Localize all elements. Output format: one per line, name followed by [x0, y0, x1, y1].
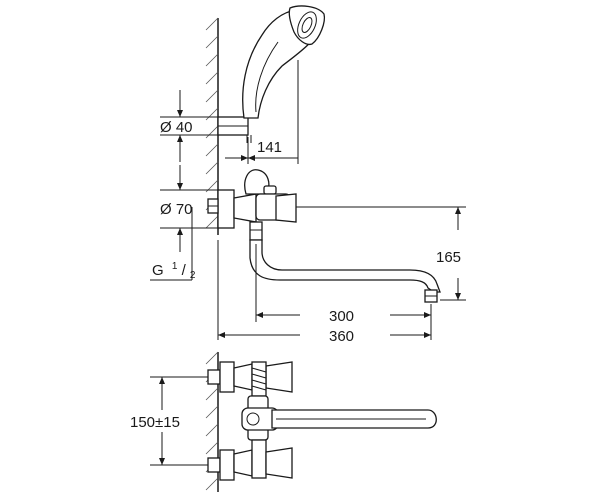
spout-reach-long-label: 360: [329, 328, 354, 345]
front-view: 150±15: [130, 351, 437, 492]
thread-label: G: [152, 262, 164, 279]
spout-reach-short-label: 300: [329, 308, 354, 325]
mixer-column-front: [241, 395, 437, 441]
thread-numerator: 1: [172, 261, 178, 272]
dimension-spout-reach: 300 360: [217, 240, 432, 345]
upper-valve: [207, 361, 293, 397]
lower-valve: [207, 439, 293, 481]
dimension-shower-projection: 141: [225, 60, 299, 164]
dimension-flange-diameter: Ø 70: [160, 165, 218, 252]
dimension-spout-height: 165: [296, 206, 466, 301]
shower-projection-label: 141: [257, 139, 282, 156]
holder-diameter-label: Ø 40: [160, 119, 193, 136]
centre-distance-label: 150±15: [130, 414, 180, 431]
dimension-thread: G 1 / 2: [150, 207, 196, 281]
svg-text:G 1 /: G 1 / 2: [152, 256, 196, 281]
dimension-holder-diameter: Ø 40: [160, 90, 218, 162]
thread-denominator: 2: [190, 270, 196, 281]
hand-shower: [217, 5, 326, 143]
flange-diameter-label: Ø 70: [160, 201, 193, 218]
spout-height-label: 165: [436, 249, 461, 266]
spout-side: [249, 239, 441, 303]
side-view: Ø 40 141: [150, 5, 466, 345]
mixer-body-side: [207, 169, 297, 241]
dimension-centre-distance: 150±15: [130, 376, 208, 466]
